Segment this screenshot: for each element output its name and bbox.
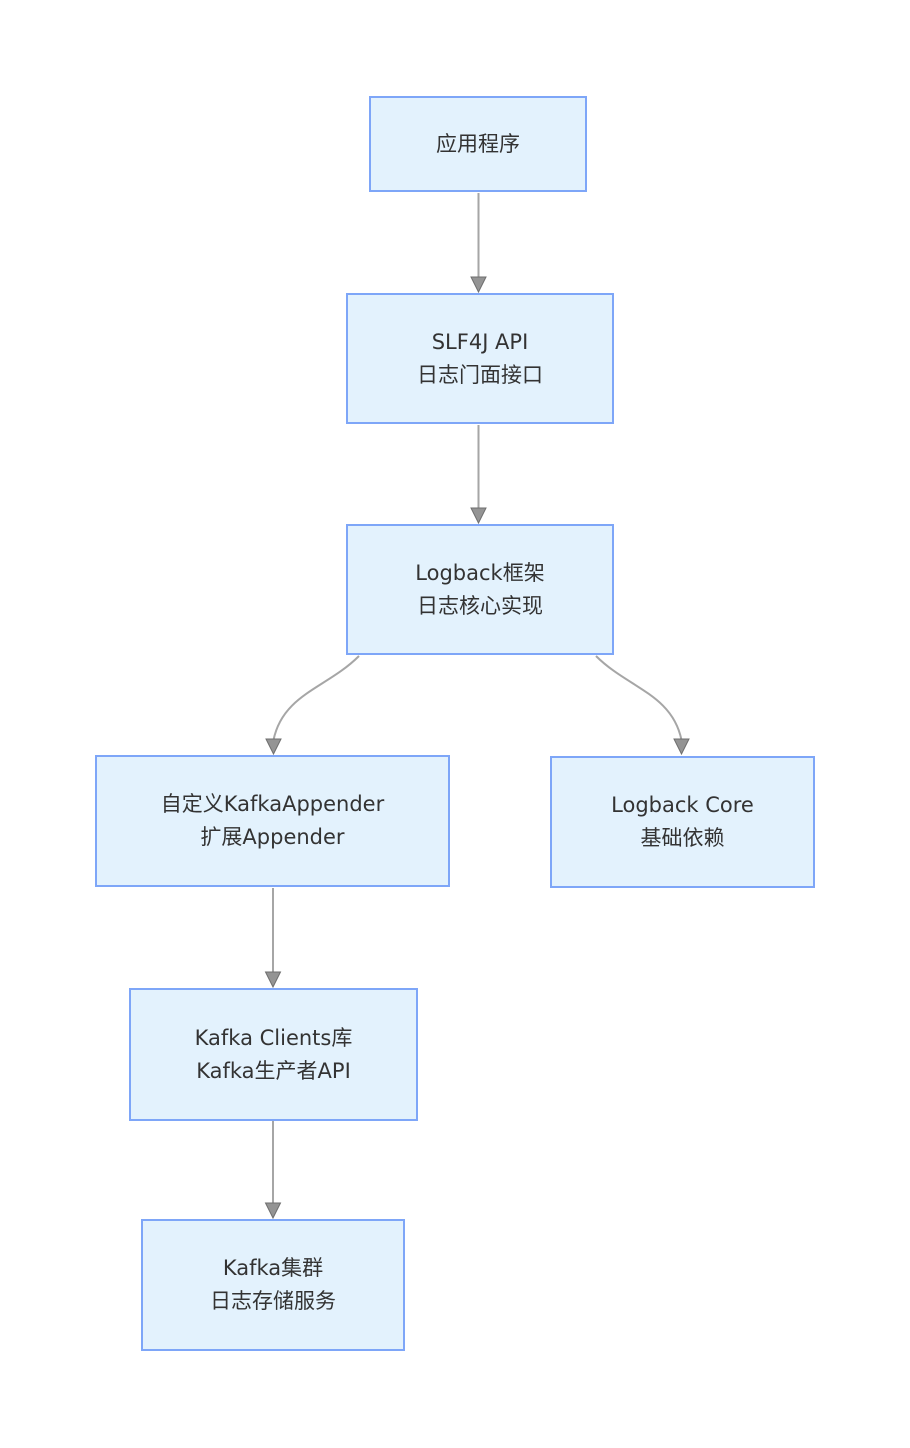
node-label: Logback Core — [611, 793, 754, 817]
edge-logback-to-logback-core — [595, 655, 690, 756]
edge-logback-to-kafka-appender — [265, 655, 360, 756]
node-label: 应用程序 — [436, 131, 520, 156]
node-sublabel: 日志存储服务 — [210, 1289, 336, 1313]
node-label: Logback框架 — [415, 560, 545, 585]
node-sublabel: Kafka生产者API — [196, 1058, 351, 1083]
node-sublabel: 日志门面接口 — [417, 362, 543, 387]
edge-app-to-slf4j — [470, 193, 487, 294]
node-kafka-cluster: Kafka集群 日志存储服务 — [141, 1219, 405, 1351]
node-sublabel: 日志核心实现 — [417, 593, 543, 618]
node-label: Kafka Clients库 — [194, 1025, 353, 1050]
node-label: SLF4J API — [431, 329, 529, 354]
node-kafka-clients: Kafka Clients库 Kafka生产者API — [129, 988, 418, 1121]
node-label: Kafka集群 — [222, 1256, 324, 1280]
node-slf4j-api: SLF4J API 日志门面接口 — [346, 293, 614, 424]
edge-kafka-clients-to-kafka-cluster — [264, 1121, 282, 1220]
node-sublabel: 扩展Appender — [200, 825, 345, 849]
node-sublabel: 基础依赖 — [640, 826, 725, 850]
node-application: 应用程序 — [369, 96, 587, 192]
edge-kafka-appender-to-kafka-clients — [264, 888, 282, 989]
node-label: 自定义KafkaAppender — [160, 792, 385, 816]
edge-slf4j-to-logback — [470, 425, 487, 525]
node-logback-framework: Logback框架 日志核心实现 — [346, 524, 614, 655]
node-logback-core: Logback Core 基础依赖 — [550, 756, 815, 888]
node-kafka-appender: 自定义KafkaAppender 扩展Appender — [95, 755, 450, 887]
